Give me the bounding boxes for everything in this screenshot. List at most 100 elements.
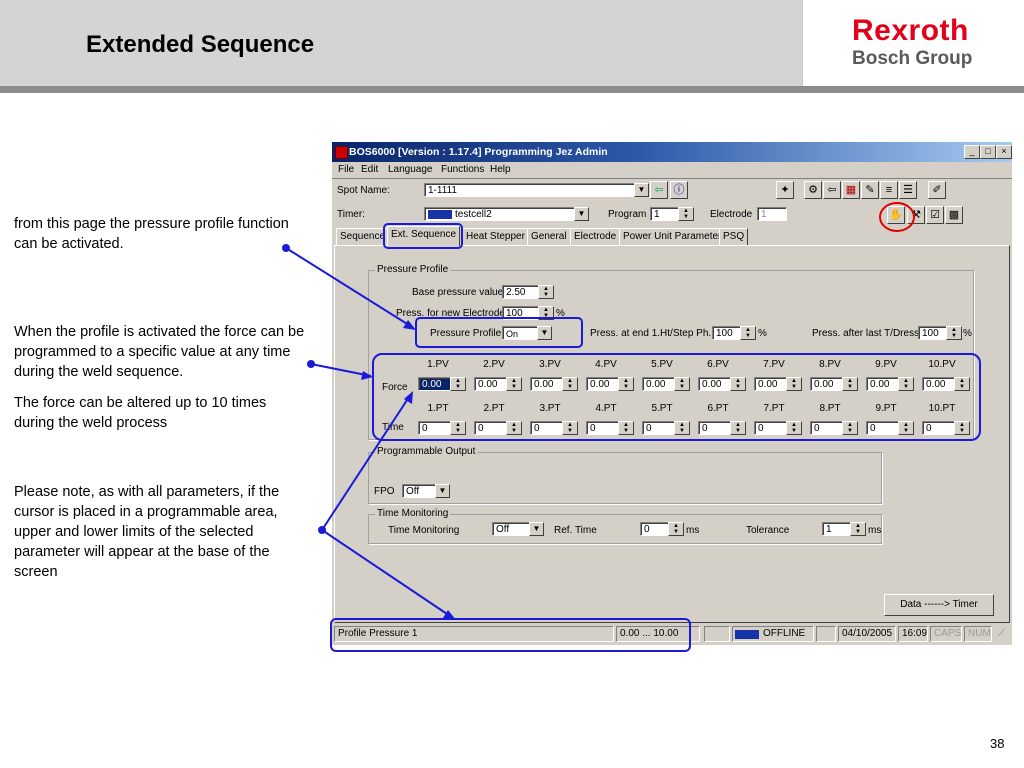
force-spinner-10[interactable]: ▲▼ (954, 377, 970, 391)
tolerance-spinner[interactable]: ▲▼ (850, 522, 866, 536)
pressure-profile-dropdown[interactable]: ▼ (537, 326, 552, 340)
time-field-9[interactable]: 0 (866, 421, 900, 435)
time-spinner-3[interactable]: ▲▼ (562, 421, 578, 435)
arrow-force-dot (307, 360, 315, 368)
electrode-field[interactable]: 1 (757, 207, 787, 221)
time-field-6[interactable]: 0 (698, 421, 732, 435)
slide-header-bar (0, 0, 802, 86)
time-field-5[interactable]: 0 (642, 421, 676, 435)
force-field-4[interactable]: 0.00 (586, 377, 620, 391)
pv-header-5: 5.PV (651, 359, 673, 370)
close-button[interactable]: × (996, 145, 1012, 159)
time-monitoring-dropdown[interactable]: ▼ (529, 522, 544, 536)
force-spinner-7[interactable]: ▲▼ (786, 377, 802, 391)
time-spinner-7[interactable]: ▲▼ (786, 421, 802, 435)
menu-edit[interactable]: Edit (361, 164, 379, 175)
tab-panel (334, 245, 1010, 623)
tolerance-field[interactable]: 1 (822, 522, 852, 536)
arrow-activation-dot (282, 244, 290, 252)
new-electrode-label: Press. for new Electrode (396, 308, 505, 319)
force-spinner-9[interactable]: ▲▼ (898, 377, 914, 391)
pv-header-9: 9.PV (875, 359, 897, 370)
pressure-profile-select[interactable]: On (502, 326, 538, 340)
time-spinner-4[interactable]: ▲▼ (618, 421, 634, 435)
program-spinner[interactable]: ▲▼ (678, 207, 694, 221)
time-spinner-8[interactable]: ▲▼ (842, 421, 858, 435)
status-limits: 0.00 ... 10.00 (616, 626, 700, 642)
tool-icon[interactable]: ✐ (928, 181, 946, 199)
time-spinner-2[interactable]: ▲▼ (506, 421, 522, 435)
time-spinner-10[interactable]: ▲▼ (954, 421, 970, 435)
time-field-1[interactable]: 0 (418, 421, 452, 435)
pv-header-1: 1.PV (427, 359, 449, 370)
time-spinner-9[interactable]: ▲▼ (898, 421, 914, 435)
time-spinner-6[interactable]: ▲▼ (730, 421, 746, 435)
pattern-icon[interactable]: ▩ (945, 206, 963, 224)
back-arrow-icon[interactable]: ⇦ (650, 181, 668, 199)
menu-help[interactable]: Help (490, 164, 511, 175)
after-dress-spinner[interactable]: ▲▼ (946, 326, 962, 340)
force-spinner-3[interactable]: ▲▼ (562, 377, 578, 391)
status-message: Profile Pressure 1 (334, 626, 614, 642)
menu-language[interactable]: Language (388, 164, 433, 175)
list-icon[interactable]: ☰ (899, 181, 917, 199)
time-spinner-5[interactable]: ▲▼ (674, 421, 690, 435)
timer-dropdown[interactable]: ▼ (574, 207, 589, 221)
tab-ext-sequence[interactable]: Ext. Sequence (387, 226, 461, 246)
new-electrode-field[interactable]: 100 (502, 306, 540, 320)
force-field-6[interactable]: 0.00 (698, 377, 732, 391)
ref-time-field[interactable]: 0 (640, 522, 670, 536)
pv-header-3: 3.PV (539, 359, 561, 370)
arrow-field-head (404, 391, 413, 404)
time-monitoring-group: Time Monitoring (368, 508, 882, 544)
time-field-2[interactable]: 0 (474, 421, 508, 435)
force-spinner-5[interactable]: ▲▼ (674, 377, 690, 391)
force-spinner-1[interactable]: ▲▼ (450, 377, 466, 391)
data-to-timer-button[interactable]: Data ------> Timer (884, 594, 994, 616)
new-electrode-spinner[interactable]: ▲▼ (538, 306, 554, 320)
nav-icon[interactable]: ⇦ (823, 181, 841, 199)
menu-file[interactable]: File (338, 164, 355, 175)
force-spinner-8[interactable]: ▲▼ (842, 377, 858, 391)
ref-time-spinner[interactable]: ▲▼ (668, 522, 684, 536)
end-ht-spinner[interactable]: ▲▼ (740, 326, 756, 340)
grid-icon[interactable]: ▦ (842, 181, 860, 199)
spot-name-label: Spot Name: (337, 185, 390, 196)
base-pressure-spinner[interactable]: ▲▼ (538, 285, 554, 299)
bosch-group-logo: Bosch Group (852, 48, 973, 69)
info-icon[interactable]: ⓘ (670, 181, 688, 199)
toolbar-button-red-highlight (879, 202, 915, 232)
time-field-10[interactable]: 0 (922, 421, 956, 435)
edit-icon[interactable]: ✎ (861, 181, 879, 199)
pv-header-10: 10.PV (928, 359, 956, 370)
check-icon[interactable]: ☑ (926, 206, 944, 224)
tab-psq[interactable]: PSQ (719, 228, 749, 245)
arrow-status-head (443, 610, 456, 620)
spot-name-field[interactable]: 1-1111 (424, 183, 636, 197)
settings-icon[interactable]: ⚙ (804, 181, 822, 199)
arrow-status (321, 529, 454, 619)
note-limits: Please note, as with all parameters, if … (14, 484, 280, 580)
fpo-dropdown[interactable]: ▼ (435, 484, 450, 498)
arrow-activation (285, 247, 413, 328)
end-ht-percent: % (758, 328, 767, 339)
resize-grip-icon[interactable]: ⟋ (998, 628, 1005, 639)
pressure-profile-tool-icon[interactable]: ✋ (887, 206, 905, 224)
force-spinner-6[interactable]: ▲▼ (730, 377, 746, 391)
wizard-icon[interactable]: ✦ (776, 181, 794, 199)
pt-header-7: 7.PT (763, 403, 785, 414)
time-spinner-1[interactable]: ▲▼ (450, 421, 466, 435)
force-spinner-2[interactable]: ▲▼ (506, 377, 522, 391)
end-ht-field[interactable]: 100 (712, 326, 742, 340)
force-spinner-4[interactable]: ▲▼ (618, 377, 634, 391)
notes-icon[interactable]: ≡ (880, 181, 898, 199)
maximize-button[interactable]: □ (980, 145, 996, 159)
after-dress-field[interactable]: 100 (918, 326, 948, 340)
time-field-3[interactable]: 0 (530, 421, 564, 435)
force-field-7[interactable]: 0.00 (754, 377, 788, 391)
pv-header-6: 6.PV (707, 359, 729, 370)
force-field-10[interactable]: 0.00 (922, 377, 956, 391)
minimize-button[interactable]: _ (964, 145, 980, 159)
menu-functions[interactable]: Functions (441, 164, 485, 175)
spot-name-dropdown[interactable]: ▼ (634, 183, 649, 197)
